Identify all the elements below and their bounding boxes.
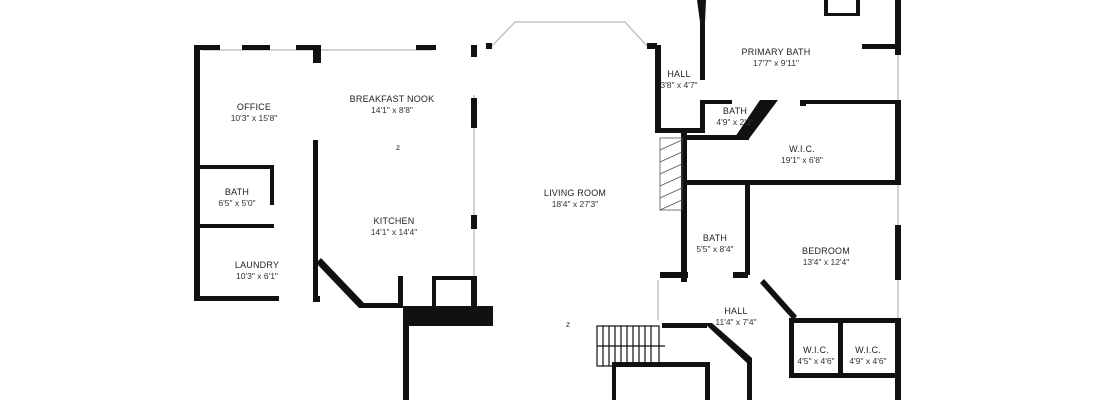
staircase	[596, 325, 665, 367]
room-label-laundry: LAUNDRY 10'3" x 6'1"	[235, 260, 279, 282]
room-label-kitchen: KITCHEN 14'1" x 14'4"	[371, 216, 418, 238]
room-label-living-room: LIVING ROOM 18'4" x 27'3"	[544, 188, 606, 210]
room-dimensions: 13'4" x 12'4"	[802, 257, 850, 267]
room-dimensions: 5'5" x 8'4"	[696, 244, 734, 254]
room-label-wic-small-1: W.I.C. 4'5" x 4'6"	[797, 345, 834, 367]
room-name: BATH	[224, 187, 250, 197]
room-dimensions: 3'8" x 4'7"	[660, 80, 698, 90]
fireplace	[659, 137, 683, 211]
room-dimensions: 14'1" x 8'8"	[371, 105, 413, 115]
room-dimensions: 4'9" x 4'6"	[849, 356, 887, 366]
room-dimensions: 4'5" x 4'6"	[797, 356, 835, 366]
room-label-hall-south: HALL 11'4" x 7'4"	[715, 306, 756, 328]
room-label-wic-primary: W.I.C. 19'1" x 6'8"	[781, 144, 823, 166]
room-name: W.I.C.	[803, 345, 829, 355]
room-label-hall-north: HALL 3'8" x 4'7"	[660, 69, 697, 91]
room-dimensions: 10'3" x 15'8"	[230, 113, 278, 123]
kitchen-marker: z	[396, 143, 400, 152]
room-name: W.I.C.	[789, 144, 815, 154]
room-label-bath-center: BATH 5'5" x 8'4"	[696, 233, 733, 255]
room-name: BATH	[722, 106, 748, 116]
room-dimensions: 14'1" x 14'4"	[370, 227, 418, 237]
living-room-marker: z	[566, 320, 570, 329]
room-label-wic-small-2: W.I.C. 4'9" x 4'6"	[849, 345, 886, 367]
room-dimensions: 17'7" x 9'11"	[752, 58, 799, 68]
room-name: HALL	[724, 306, 748, 316]
room-name: LAUNDRY	[234, 260, 280, 270]
room-name: BREAKFAST NOOK	[349, 94, 435, 104]
room-name: BEDROOM	[802, 246, 850, 256]
room-name: PRIMARY BATH	[741, 47, 811, 57]
room-dimensions: 6'5" x 5'0"	[218, 198, 256, 208]
room-name: BATH	[702, 233, 728, 243]
walls	[194, 0, 901, 400]
room-name: KITCHEN	[373, 216, 415, 226]
room-name: HALL	[667, 69, 691, 79]
room-name: W.I.C.	[855, 345, 881, 355]
room-label-breakfast-nook: BREAKFAST NOOK 14'1" x 8'8"	[350, 94, 435, 116]
room-label-office: OFFICE 10'3" x 15'8"	[231, 102, 278, 124]
room-name: OFFICE	[236, 102, 272, 112]
room-dimensions: 11'4" x 7'4"	[715, 317, 757, 327]
room-label-bath-small: BATH 4'9" x 2'3"	[716, 106, 753, 128]
room-dimensions: 4'9" x 2'3"	[716, 117, 754, 127]
room-label-bath-west: BATH 6'5" x 5'0"	[218, 187, 255, 209]
room-dimensions: 10'3" x 6'1"	[236, 271, 278, 281]
room-dimensions: 19'1" x 6'8"	[781, 155, 823, 165]
room-dimensions: 18'4" x 27'3"	[551, 199, 599, 209]
room-label-primary-bath: PRIMARY BATH 17'7" x 9'11"	[742, 47, 811, 69]
room-name: LIVING ROOM	[543, 188, 607, 198]
room-label-bedroom: BEDROOM 13'4" x 12'4"	[802, 246, 850, 268]
